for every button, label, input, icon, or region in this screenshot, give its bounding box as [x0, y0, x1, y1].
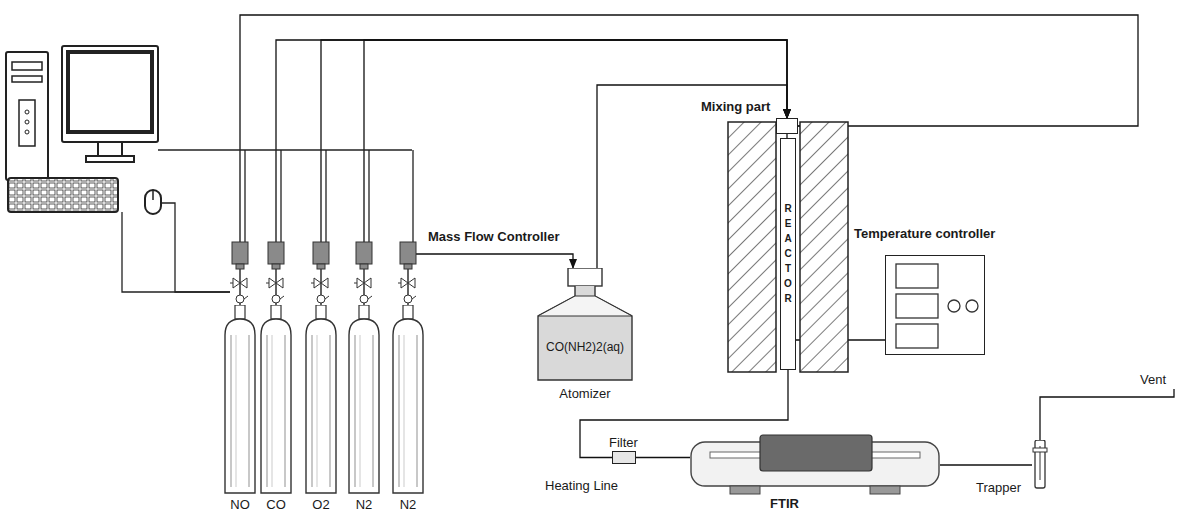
atomizer: CO(NH2)2(aq) Atomizer — [530, 268, 640, 400]
gas-line — [408, 254, 573, 305]
trapper: Trapper — [1032, 440, 1048, 490]
node-label: Filter — [609, 435, 638, 450]
part-label: Vent — [1140, 372, 1166, 387]
ftir: FTIR — [690, 432, 940, 512]
part-label: Mass Flow Controller — [428, 229, 559, 244]
mixing-part: Mixing part — [776, 118, 798, 134]
gas-cylinder: N2 — [390, 305, 426, 512]
mass-flow-controller — [230, 242, 416, 303]
gas-line — [321, 40, 787, 305]
heater — [800, 122, 848, 372]
node-label: Trapper — [976, 480, 1021, 495]
vent-line — [1040, 389, 1174, 440]
gas-cylinder: O2 — [303, 305, 339, 512]
gas-line — [240, 15, 1138, 305]
reactor: REACTOR — [780, 138, 796, 370]
gas-line — [364, 40, 787, 305]
part-label: Heating Line — [545, 478, 618, 493]
gas-cylinder: CO — [258, 305, 294, 512]
gas-line — [940, 464, 1032, 465]
node-label: REACTOR — [783, 201, 793, 306]
node-label: Temperature controller — [854, 226, 995, 241]
node-label: Atomizer — [530, 386, 640, 401]
gas-line — [636, 457, 690, 458]
filter: Filter — [612, 451, 636, 464]
computer — [6, 46, 161, 214]
node-label: NO — [222, 497, 258, 512]
node-label: CO — [258, 497, 294, 512]
gas-line — [276, 40, 787, 305]
node-label: CO(NH2)2(aq) — [530, 340, 640, 355]
node-label: N2 — [390, 497, 426, 512]
heater — [728, 122, 776, 372]
node-label: N2 — [346, 497, 382, 512]
control-wire — [122, 150, 413, 292]
node-label: FTIR — [770, 496, 799, 511]
gas-cylinder: N2 — [346, 305, 382, 512]
node-label: Mixing part — [701, 99, 770, 114]
temperature-controller: Temperature controller — [885, 255, 985, 355]
node-label: O2 — [303, 497, 339, 512]
gas-cylinder: NO — [222, 305, 258, 512]
